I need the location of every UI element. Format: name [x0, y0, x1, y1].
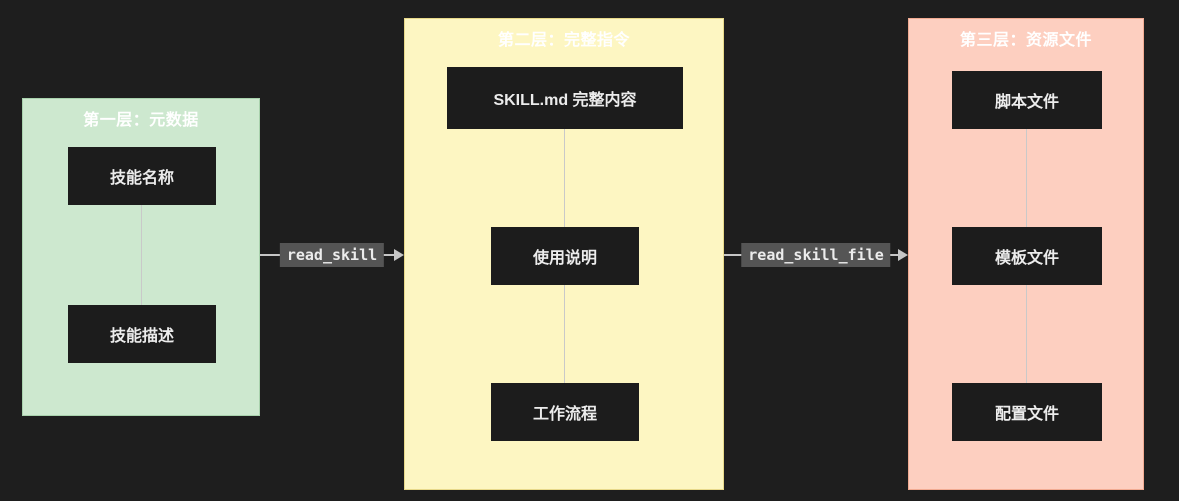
panel-title-layer-2: 第二层：完整指令 [497, 32, 630, 49]
arrow-head-icon [394, 249, 404, 261]
connector-line [141, 205, 142, 305]
node-workflow: 工作流程 [491, 383, 639, 441]
node-skill-md-content: SKILL.md 完整内容 [447, 67, 683, 129]
connector-line [1026, 129, 1027, 227]
node-usage-notes: 使用说明 [491, 227, 639, 285]
panel-layer-1-metadata: 第一层：元数据 技能名称 技能描述 [22, 98, 260, 416]
node-template-file: 模板文件 [952, 227, 1102, 285]
edge-label-read-skill: read_skill [279, 243, 385, 267]
arrow-head-icon [898, 249, 908, 261]
node-script-file: 脚本文件 [952, 71, 1102, 129]
panel-layer-2-instructions: 第二层：完整指令 SKILL.md 完整内容 使用说明 工作流程 [404, 18, 724, 490]
connector-line [564, 285, 565, 383]
node-config-file: 配置文件 [952, 383, 1102, 441]
edge-label-read-skill-file: read_skill_file [741, 243, 891, 267]
node-skill-description: 技能描述 [68, 305, 216, 363]
connector-line [564, 129, 565, 227]
panel-title-layer-1: 第一层：元数据 [83, 112, 199, 129]
node-skill-name: 技能名称 [68, 147, 216, 205]
connector-line [1026, 285, 1027, 383]
panel-layer-3-resources: 第三层：资源文件 脚本文件 模板文件 配置文件 [908, 18, 1144, 490]
panel-title-layer-3: 第三层：资源文件 [959, 32, 1092, 49]
